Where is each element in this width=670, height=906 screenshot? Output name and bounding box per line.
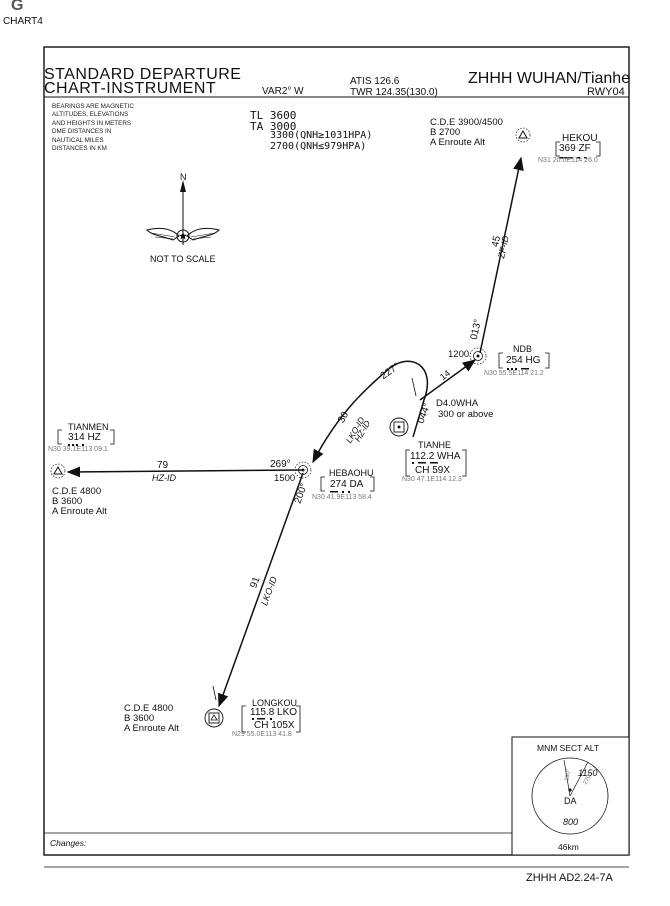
longkou-a: A Enroute Alt (124, 723, 179, 734)
longkou-tick (212, 685, 217, 701)
airport-name: ZHHH WUHAN/Tianhe (468, 70, 631, 87)
tianmen-a: A Enroute Alt (52, 506, 107, 517)
tower-frequency: TWR 124.35(130.0) (350, 87, 438, 98)
note-line: NAUTICAL MILES (52, 136, 104, 144)
hekou-cde: C.D.E 3900/4500 (430, 117, 503, 128)
hekou-navaid-icon (515, 127, 531, 143)
route-departure-turn (312, 360, 429, 464)
page-letter: G (11, 0, 24, 14)
dme-tick (411, 377, 417, 397)
dme-fix: D4.0WHA (436, 398, 479, 409)
chart-id: CHART4 (3, 16, 43, 27)
qnh-high: 3300(QNH≥1031HPA) (270, 130, 373, 141)
chart-title-line1: STANDARD DEPARTURE (44, 66, 242, 83)
hebaohu-alt: 1500 (274, 473, 296, 484)
msa-box (511, 736, 630, 856)
longkou-name: LONGKOU (252, 698, 298, 708)
msa-center (568, 788, 572, 792)
ndb-alt: 1200 (448, 349, 470, 360)
chart-notes: BEARINGS ARE MAGNETIC ALTITUDES, ELEVATI… (52, 103, 134, 153)
longkou-freq: 115.8 LKO (250, 707, 298, 718)
longkou-navaid-icon (204, 708, 224, 728)
tianhe-box (405, 449, 467, 477)
not-to-scale: NOT TO SCALE (150, 254, 216, 264)
longkou-box (241, 705, 301, 733)
ndb-name: NDB (513, 344, 533, 354)
tianmen-freq: 314 HZ (68, 432, 101, 443)
longkou-cde: C.D.E 4800 (124, 703, 174, 714)
note-line: ALTITUDES, ELEVATIONS (52, 111, 129, 119)
tianmen-b: B 3600 (52, 496, 83, 507)
longkou-coord: N29 55.0E113 41.8 (232, 731, 292, 738)
qnh-low: 2700(QNH≤979HPA) (270, 141, 367, 152)
hebaohu-name: HEBAOHU (329, 468, 374, 478)
note-line: AND HEIGHTS IN METERS (52, 119, 132, 127)
msa-radius: 46km (558, 842, 579, 852)
tianhe-coord: N30 47.1E114 12.3 (402, 476, 462, 483)
tianhe-name: TIANHE (418, 440, 452, 450)
route-to-ndb (419, 359, 477, 401)
changes-label: Changes: (50, 838, 87, 848)
tianmen-name: TIANMEN (68, 422, 109, 432)
hekou-a: A Enroute Alt (430, 137, 485, 148)
note-line: DME DISTANCES IN (52, 128, 112, 136)
msa-alt-high: 1150 (578, 768, 598, 778)
hebaohu-navaid-icon (294, 461, 312, 479)
tianhe-channel: CH 59X (415, 465, 451, 476)
longkou-b: B 3600 (124, 713, 155, 724)
dme-alt: 300 or above (438, 409, 494, 420)
ndb-box (498, 352, 550, 369)
tianmen-box (57, 429, 115, 445)
hekou-name: HEKOU (562, 133, 598, 144)
route-to-tianmen (66, 466, 304, 478)
hebaohu-freq: 274 DA (330, 479, 364, 490)
hekou-freq: 369 ZF (559, 143, 591, 154)
hebaohu-box (320, 476, 375, 492)
tianmen-coord: N30 39.1E113 09.1 (48, 446, 108, 453)
transition-altitude: TA 3000 (250, 120, 297, 133)
note-line: DISTANCES IN KM (52, 145, 107, 153)
hebaohu-coord: N30 41.9E113 58.4 (312, 494, 372, 501)
chart-title-line2: CHART-INSTRUMENT (44, 80, 217, 97)
transition-level: TL 3600 (250, 109, 297, 122)
north-label: N (180, 172, 187, 182)
longkou-channel: CH 105X (254, 720, 295, 731)
ndb-freq: 254 HG (506, 355, 541, 366)
tianmen-cde: C.D.E 4800 (52, 486, 102, 497)
msa-radial-2 (569, 761, 589, 797)
tianhe-navaid-icon (389, 417, 409, 437)
route-to-longkou (218, 472, 304, 708)
chart-reference: ZHHH AD2.24-7A (526, 872, 613, 884)
runway-label: RWY04 (587, 86, 625, 98)
msa-title: MNM SECT ALT (537, 743, 600, 753)
msa-center-label: DA (564, 796, 577, 806)
route-to-hekou (479, 156, 524, 354)
ndb-coord: N30 55.5E114 21.2 (484, 370, 544, 377)
tianmen-ident: HZ-ID (152, 473, 176, 483)
tianmen-navaid-icon (50, 463, 66, 479)
morse-dots (68, 157, 587, 720)
hebaohu-bearing: 269° (270, 459, 291, 470)
tianmen-distance: 79 (157, 460, 169, 471)
caac-emblem-icon (146, 227, 220, 243)
ndb-navaid-icon (469, 347, 487, 365)
chart-frame (43, 46, 630, 856)
hekou-b: B 2700 (430, 127, 461, 138)
tianhe-freq: 112.2 WHA (410, 451, 461, 462)
atis-frequency: ATIS 126.6 (350, 76, 400, 87)
msa-alt-low: 800 (563, 817, 579, 827)
msa-circle (531, 757, 609, 835)
hekou-coord: N31 20.0E114 26.0 (538, 157, 598, 164)
note-line: BEARINGS ARE MAGNETIC (52, 103, 134, 110)
hekou-box (555, 141, 601, 157)
magnetic-variation: VAR2° W (262, 86, 304, 97)
